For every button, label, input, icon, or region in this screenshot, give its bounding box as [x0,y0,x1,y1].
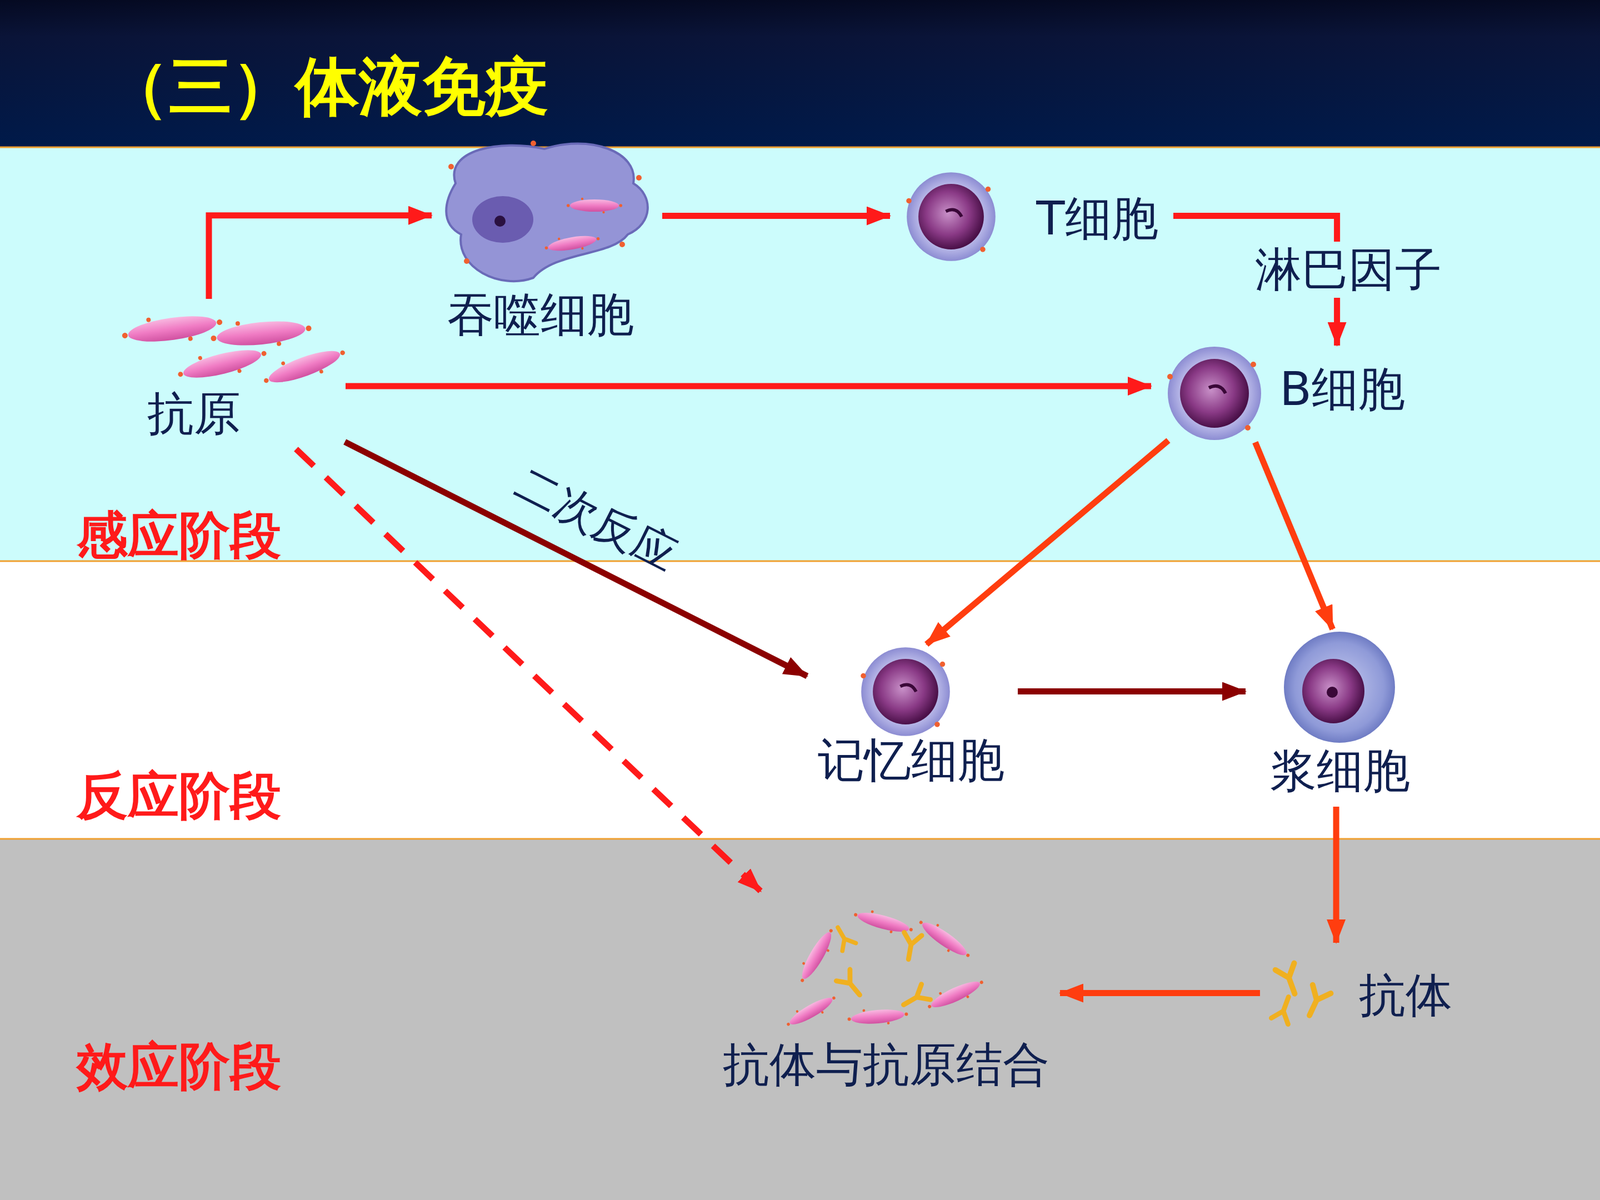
flow-arrow [345,383,1152,390]
complex-picture [783,906,988,1033]
t-cell-picture [906,172,996,262]
title-bar [0,0,1600,148]
dashed-arrow [296,448,762,892]
antibody-picture [1271,963,1331,1025]
memory-cell-node: 记忆细胞 [811,647,1012,795]
cell-label: 抗体 [1358,968,1453,1023]
flow-arrow [208,215,432,299]
cell-label: 浆细胞 [1270,743,1410,798]
antigen-node: 抗原 [122,305,339,445]
stage-band: 感应阶段 抗原 吞噬细胞 T细胞 B细胞 [0,147,1600,568]
stage-label: 反应阶段 [76,766,282,826]
flow-arrow [662,212,890,219]
b-cell-picture [1167,346,1262,440]
stage-band: 效应阶段 抗体抗体与抗原结合 [0,838,1600,1200]
band-ground [0,561,1600,839]
band-ground [0,147,1600,562]
memory-cell-picture [860,647,950,737]
flow-arrow [1333,806,1340,943]
band-ground [0,838,1600,1200]
flow-arrow [1255,442,1333,630]
flow-arrow [926,440,1169,645]
t-cell-node: T细胞 [894,175,1167,259]
flow-arrow [345,441,808,677]
antibody-node: 抗体 [1266,947,1462,1031]
cell-label: 吞噬细胞 [447,287,634,342]
edge-label: 二次反应 [507,457,685,581]
stage-band: 反应阶段 记忆细胞 浆细胞 [0,561,1600,839]
cell-label: B细胞 [1279,362,1405,417]
plasma-cell-picture [1283,631,1395,743]
cell-label: T细胞 [1036,191,1158,246]
cell-label: 记忆细胞 [817,733,1005,788]
flow-arrow [1173,216,1338,347]
macrophage-node: 吞噬细胞 [436,148,656,345]
edge-label: 淋巴因子 [1251,241,1445,298]
band-border [0,560,1600,563]
plasma-cell-node: 浆细胞 [1250,633,1434,800]
band-border [0,838,1600,840]
cell-label: 抗原 [147,386,241,441]
band-border [0,146,1600,149]
antigen-picture [120,307,349,394]
cell-label: 抗体与抗原结合 [722,1037,1050,1092]
slide-title: （三）体液免疫 [105,48,549,125]
flow-arrow [1017,688,1246,695]
b-cell-node: B细胞 [1155,350,1412,437]
stage-label: 效应阶段 [76,1037,282,1097]
complex-node: 抗体与抗原结合 [716,894,1056,1098]
macrophage-picture [446,140,648,282]
flow-arrow [1060,990,1260,997]
stage-label: 感应阶段 [76,506,282,565]
